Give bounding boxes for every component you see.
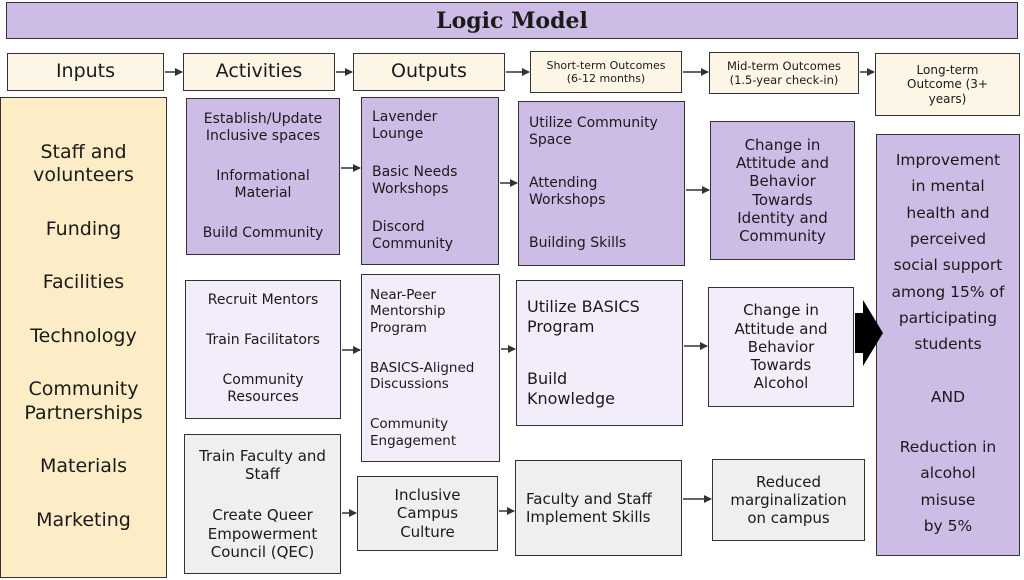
header-mid-term: Mid-term Outcomes (1.5-year check-in)	[709, 52, 859, 94]
activity-item: Create Queer Empowerment Council (QEC)	[207, 506, 318, 562]
row1-mid-term-box: Change in Attitude and Behavior Towards …	[710, 121, 855, 260]
activity-item: Informational Material	[216, 167, 310, 202]
input-item: Community Partnerships	[24, 378, 143, 424]
inputs-box: Staff and volunteers Funding Facilities …	[0, 97, 167, 578]
row3-outputs-box: Inclusive Campus Culture	[357, 476, 498, 551]
header-long-term-label: Long-term Outcome (3+ years)	[907, 62, 988, 106]
row3-activities-box: Train Faculty and Staff Create Queer Emp…	[184, 434, 341, 574]
header-outputs: Outputs	[353, 53, 505, 91]
header-mid-term-label: Mid-term Outcomes (1.5-year check-in)	[726, 58, 841, 87]
header-activities: Activities	[183, 53, 335, 91]
long-term-outcome-box: Improvement in mental health and perceiv…	[876, 134, 1020, 556]
header-outputs-label: Outputs	[391, 60, 467, 83]
activity-item: Train Faculty and Staff	[199, 446, 326, 483]
row2-mid-term-box: Change in Attitude and Behavior Towards …	[708, 287, 854, 407]
input-item: Marketing	[36, 508, 131, 531]
output-item: BASICS-Aligned Discussions	[370, 359, 475, 393]
output-item: Basic Needs Workshops	[372, 163, 458, 197]
long-term-item: Reduction in alcohol misuse by 5%	[899, 438, 997, 536]
output-item: Lavender Lounge	[372, 108, 438, 142]
row2-activities-box: Recruit Mentors Train Facilitators Commu…	[185, 280, 341, 419]
short-term-item: Utilize BASICS Program	[527, 297, 640, 336]
activity-item: Community Resources	[222, 372, 304, 406]
diagram-title: Logic Model	[436, 7, 588, 34]
mid-term-item: Change in Attitude and Behavior Towards …	[734, 301, 828, 393]
input-item: Technology	[30, 324, 137, 347]
output-item: Near-Peer Mentorship Program	[370, 286, 446, 336]
big-arrow-to-long-term	[855, 300, 883, 366]
header-long-term: Long-term Outcome (3+ years)	[875, 53, 1020, 116]
row1-short-term-box: Utilize Community Space Attending Worksh…	[518, 101, 685, 266]
activity-item: Recruit Mentors	[207, 292, 319, 309]
row1-activities-box: Establish/Update Inclusive spaces Inform…	[186, 98, 340, 255]
header-inputs: Inputs	[7, 53, 164, 91]
long-term-item: AND	[930, 387, 966, 406]
header-short-term: Short-term Outcomes (6-12 months)	[530, 51, 682, 93]
header-inputs-label: Inputs	[55, 60, 116, 83]
long-term-item: Improvement in mental health and perceiv…	[891, 151, 1005, 354]
output-item: Inclusive Campus Culture	[394, 486, 461, 541]
row2-outputs-box: Near-Peer Mentorship Program BASICS-Alig…	[361, 274, 500, 462]
short-term-item: Utilize Community Space	[529, 114, 658, 148]
header-short-term-label: Short-term Outcomes (6-12 months)	[546, 58, 666, 85]
short-term-item: Building Skills	[529, 234, 627, 251]
mid-term-item: Reduced marginalization on campus	[730, 472, 847, 528]
activity-item: Build Community	[202, 225, 324, 242]
row1-outputs-box: Lavender Lounge Basic Needs Workshops Di…	[361, 97, 499, 265]
output-item: Community Engagement	[370, 416, 457, 449]
diagram-title-bar: Logic Model	[6, 2, 1018, 39]
short-term-item: Build Knowledge	[527, 369, 615, 408]
short-term-item: Attending Workshops	[529, 174, 606, 209]
row3-mid-term-box: Reduced marginalization on campus	[712, 459, 865, 541]
input-item: Staff and volunteers	[33, 141, 134, 187]
header-activities-label: Activities	[215, 60, 303, 83]
short-term-item: Faculty and Staff Implement Skills	[526, 489, 652, 526]
output-item: Discord Community	[372, 219, 454, 253]
activity-item: Train Facilitators	[206, 332, 320, 349]
row3-short-term-box: Faculty and Staff Implement Skills	[515, 460, 682, 556]
input-item: Materials	[39, 455, 128, 478]
mid-term-item: Change in Attitude and Behavior Towards …	[735, 135, 830, 246]
activity-item: Establish/Update Inclusive spaces	[203, 110, 323, 144]
input-item: Facilities	[42, 271, 125, 294]
row2-short-term-box: Utilize BASICS Program Build Knowledge	[516, 280, 683, 426]
input-item: Funding	[45, 217, 122, 240]
